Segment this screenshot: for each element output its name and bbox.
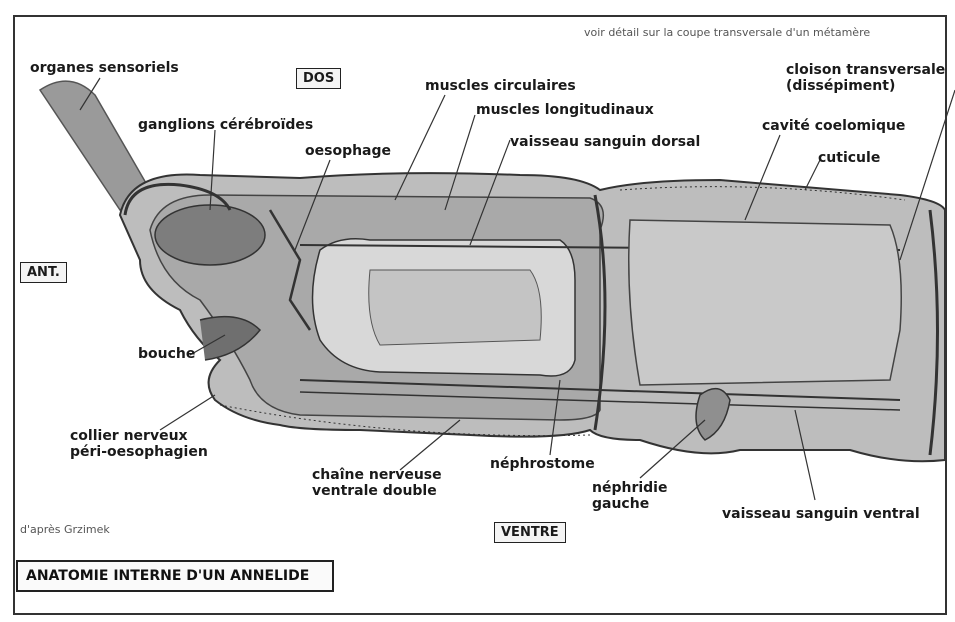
label-ganglions-cerebroides: ganglions cérébroïdes xyxy=(138,117,313,133)
label-nephridie-gauche: néphridie gauche xyxy=(592,480,667,512)
ant-label: ANT. xyxy=(20,262,67,283)
dos-label: DOS xyxy=(296,68,341,89)
chaine-line2: ventrale double xyxy=(312,483,442,499)
cloison-line2: (dissépiment) xyxy=(786,78,945,94)
label-muscles-longitudinaux: muscles longitudinaux xyxy=(476,102,654,118)
label-cuticule: cuticule xyxy=(818,150,880,166)
label-organes-sensoriels: organes sensoriels xyxy=(30,60,179,76)
label-cloison-transversale: cloison transversale (dissépiment) xyxy=(786,62,945,94)
segment2-cavity xyxy=(629,220,902,385)
label-muscles-circulaires: muscles circulaires xyxy=(425,78,576,94)
credit-text: d'après Grzimek xyxy=(20,522,110,538)
nephridie-line1: néphridie xyxy=(592,480,667,496)
label-chaine-nerveuse: chaîne nerveuse ventrale double xyxy=(312,467,442,499)
label-oesophage: oesophage xyxy=(305,143,391,159)
nephridie-line2: gauche xyxy=(592,496,667,512)
segment1-inner xyxy=(369,270,542,345)
ventre-label: VENTRE xyxy=(494,522,566,543)
header-note: voir détail sur la coupe transversale d'… xyxy=(584,25,870,41)
label-bouche: bouche xyxy=(138,346,195,362)
label-collier-nerveux: collier nerveux péri-oesophagien xyxy=(70,428,208,460)
label-cavite-coelomique: cavité coelomique xyxy=(762,118,905,134)
cloison-line1: cloison transversale xyxy=(786,62,945,78)
figure-title: ANATOMIE INTERNE D'UN ANNELIDE xyxy=(16,560,334,592)
label-vaisseau-ventral: vaisseau sanguin ventral xyxy=(722,506,920,522)
cerebral-ganglion-shape xyxy=(155,205,265,265)
collier-line2: péri-oesophagien xyxy=(70,444,208,460)
label-vaisseau-dorsal: vaisseau sanguin dorsal xyxy=(510,134,700,150)
collier-line1: collier nerveux xyxy=(70,428,208,444)
label-nephrostome: néphrostome xyxy=(490,456,595,472)
chaine-line1: chaîne nerveuse xyxy=(312,467,442,483)
